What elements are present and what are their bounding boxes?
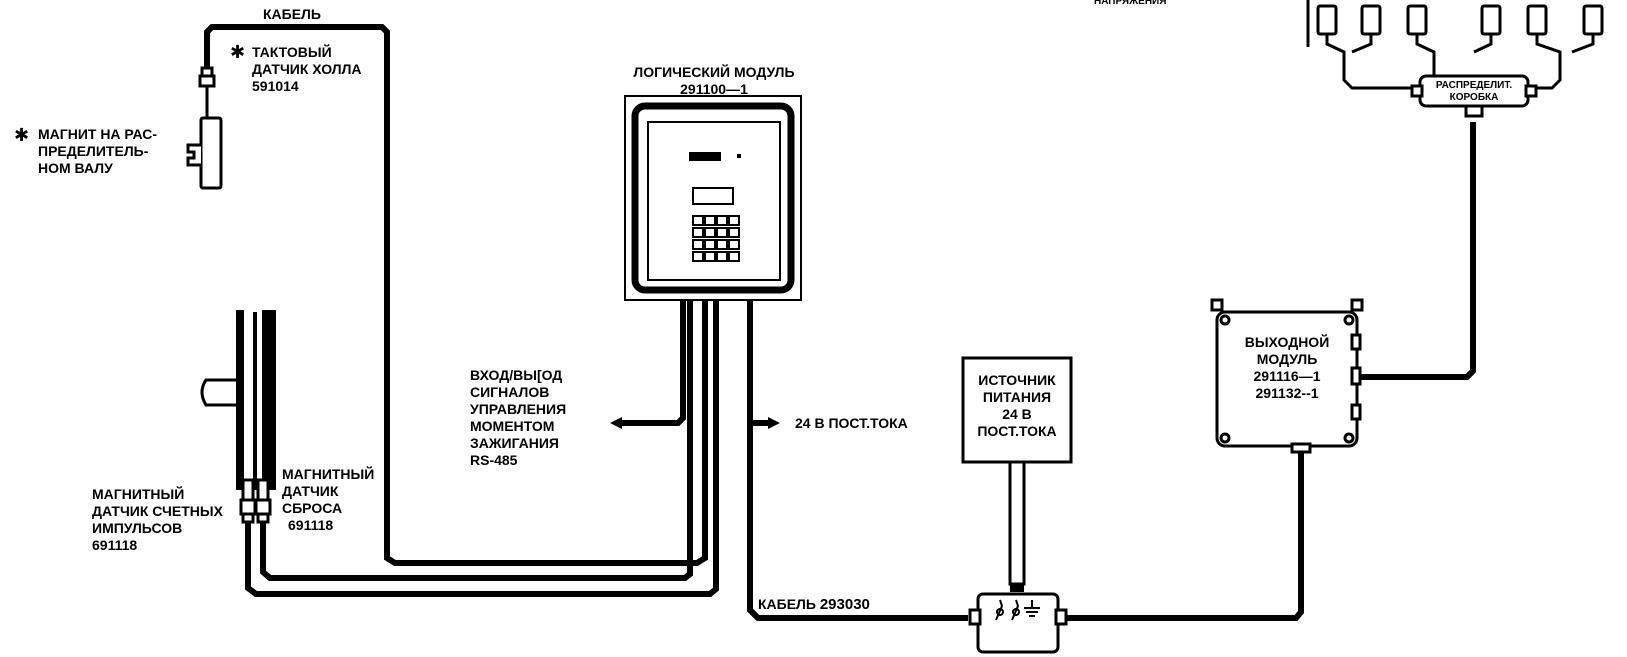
- io-arrow-head: [610, 417, 622, 429]
- terminal-box-icon: [968, 592, 1068, 654]
- ignition-coils-icon: [1306, 0, 1604, 62]
- io-signals-label: ВХОД/ВЫ[ОД СИГНАЛОВ УПРАВЛЕНИЯ МОМЕНТОМ …: [470, 367, 567, 468]
- cam-magnet-label: МАГНИТ НА РАС- ПРЕДЕЛИТЕЛЬ- НОМ ВАЛУ: [38, 126, 158, 176]
- ground-icon: [1024, 600, 1040, 617]
- output-module-icon: [1210, 298, 1364, 454]
- reset-sensor-icon: [254, 478, 272, 524]
- power-supply-icon: [961, 356, 1073, 592]
- count-sensor-icon: [239, 478, 257, 524]
- dc-line: [747, 287, 968, 621]
- hall-sensor-cable: [204, 24, 708, 566]
- distribution-box-label: РАСПРЕДЕЛИТ. КОРОБКА: [1435, 80, 1513, 103]
- reset-sensor-cable: [260, 287, 693, 581]
- cam-magnet-icon: [186, 116, 223, 190]
- high-voltage-label: НАПРЯЖЕНИЯ: [1094, 0, 1167, 7]
- distribution-harness-icon: [1342, 62, 1562, 118]
- cable-top-label: КАБЕЛЬ: [263, 6, 321, 22]
- count-sensor-cable: [245, 287, 719, 597]
- dc-arrow-head: [768, 417, 780, 429]
- keypad-icon: [692, 215, 740, 262]
- output-module-label: ВЫХОДНОЙ МОДУЛЬ 291116—1 291132--1: [1244, 334, 1330, 401]
- reset-sensor-label: МАГНИТНЫЙ ДАТЧИК СБРОСА 691118: [282, 466, 375, 533]
- power-supply-label: ИСТОЧНИК ПИТАНИЯ 24 В ПОСТ.ТОКА: [977, 372, 1057, 439]
- hall-sensor-label: ТАКТОВЫЙ ДАТЧИК ХОЛЛА 591014: [252, 44, 362, 94]
- output-to-dist-cable: [1356, 122, 1476, 380]
- dc-24-label: 24 В ПОСТ.ТОКА: [795, 415, 908, 431]
- logic-module-icon: [624, 95, 802, 301]
- hall-sensor-icon: [198, 30, 216, 118]
- io-signal-line: [620, 287, 686, 426]
- hall-asterisk-icon: ✱: [230, 42, 246, 63]
- logic-module-label: ЛОГИЧЕСКИЙ МОДУЛЬ 291100—1: [633, 64, 795, 97]
- terminal-to-output-cable: [1061, 447, 1304, 621]
- magnet-asterisk-icon: ✱: [14, 125, 30, 146]
- count-sensor-label: МАГНИТНЫЙ ДАТЧИК СЧЕТНЫХ ИМПУЛЬСОВ 69111…: [92, 486, 223, 553]
- flywheel-icon: [200, 310, 276, 490]
- cable-bottom-label: КАБЕЛЬ 293030: [758, 596, 870, 613]
